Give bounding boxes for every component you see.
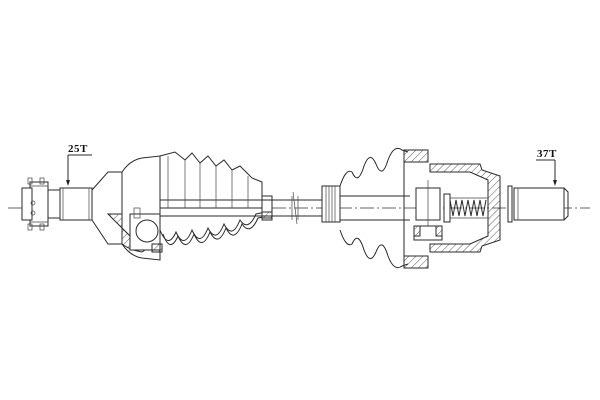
right-boot	[339, 147, 410, 269]
left-spline-shaft	[59, 154, 93, 221]
damper-ring	[321, 185, 341, 223]
right-inner-tripod-joint	[403, 149, 501, 269]
left-spline-label: 25T	[68, 143, 88, 155]
left-outer-cv-joint	[91, 155, 163, 261]
left-boot	[159, 151, 273, 245]
spring	[443, 193, 488, 223]
main-shaft	[160, 191, 330, 225]
right-spline-shaft	[507, 159, 569, 223]
right-spline-label: 37T	[537, 148, 557, 160]
left-nut	[21, 177, 61, 231]
